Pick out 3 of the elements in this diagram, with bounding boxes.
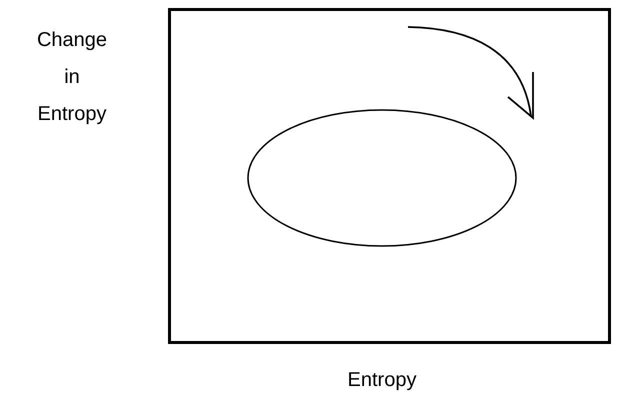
x-axis-label: Entropy xyxy=(346,368,418,392)
cycle-ellipse xyxy=(247,109,517,247)
y-axis-label: Change in Entropy xyxy=(36,28,108,127)
